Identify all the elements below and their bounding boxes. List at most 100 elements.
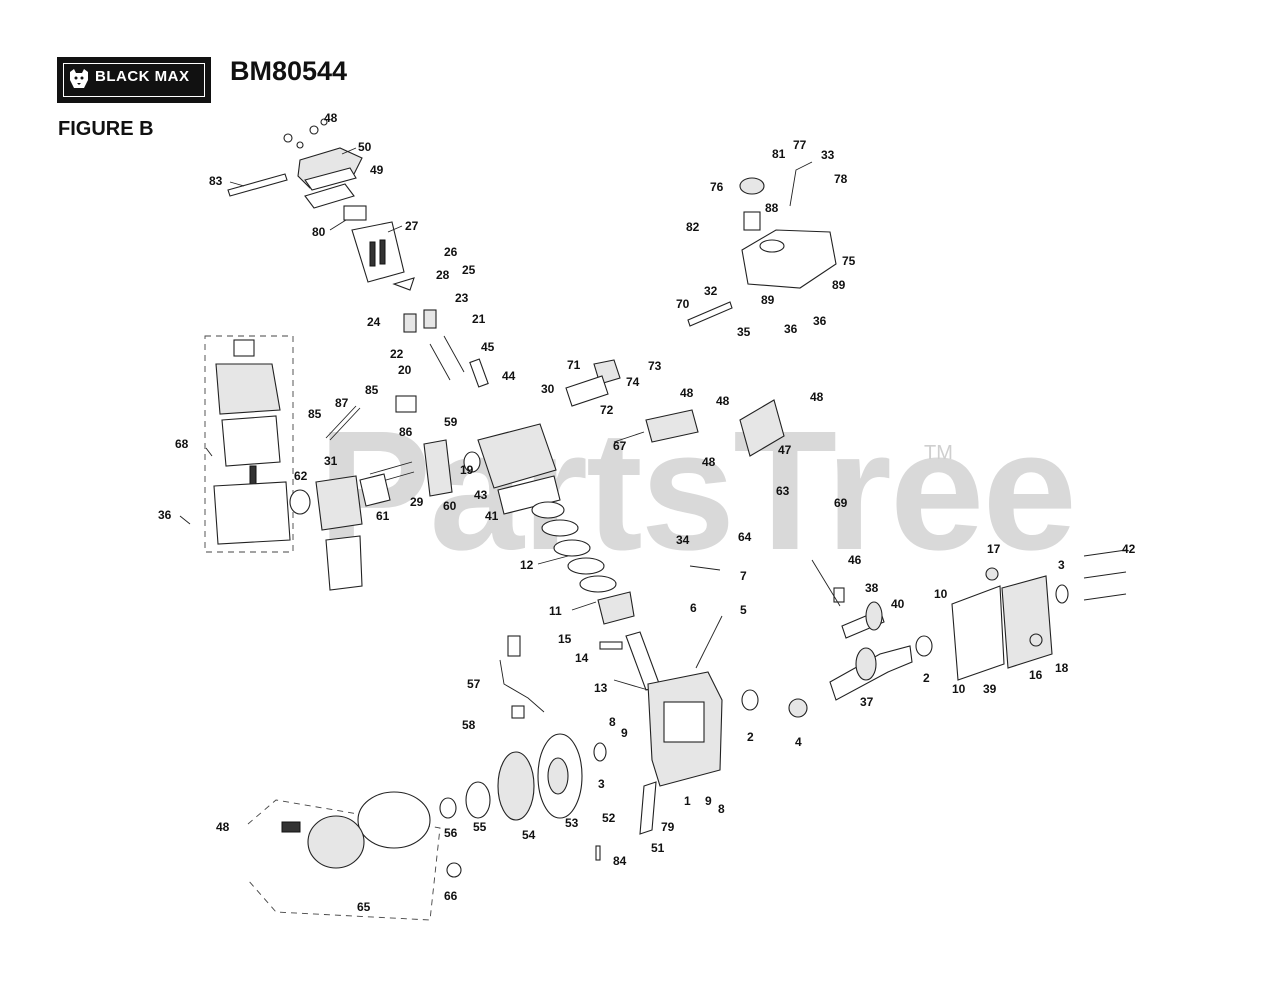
- callout-label: 29: [410, 495, 424, 509]
- callout-label: 10: [952, 682, 966, 696]
- governor-arm: [811, 559, 841, 607]
- callout-label: 63: [776, 484, 790, 498]
- callout-label: 81: [772, 147, 786, 161]
- cover-bolts: [283, 118, 328, 149]
- callout-label: 13: [594, 681, 608, 695]
- callout-label: 66: [444, 889, 458, 903]
- camshaft: [841, 601, 885, 639]
- callout-label: 55: [473, 820, 487, 834]
- callout-label: 69: [834, 496, 848, 510]
- intake-manifold: [423, 439, 453, 497]
- piston-rings: [531, 501, 617, 593]
- callout-label: 19: [460, 463, 474, 477]
- tappets: [833, 587, 845, 603]
- fuel-tank: [741, 229, 837, 289]
- callout-label: 44: [502, 369, 516, 383]
- valve-cover-gasket: [304, 183, 355, 209]
- callout-label: 42: [1122, 542, 1136, 556]
- callout-label: 24: [367, 315, 381, 329]
- callout-label: 32: [704, 284, 718, 298]
- piston: [597, 591, 635, 625]
- callout-label: 27: [405, 219, 419, 233]
- carburetor: [315, 475, 363, 591]
- callout-label: 16: [1029, 668, 1043, 682]
- callout-label: 68: [175, 437, 189, 451]
- head-gasket: [497, 475, 561, 515]
- callout-label: 47: [778, 443, 792, 457]
- callout-label: 64: [738, 530, 752, 544]
- intake-gasket: [289, 489, 311, 515]
- callout-label: 53: [565, 816, 579, 830]
- governor-gear: [788, 698, 808, 718]
- callout-label: 75: [842, 254, 856, 268]
- callout-label: 79: [661, 820, 675, 834]
- callout-label: 48: [716, 394, 730, 408]
- valve-springs: [403, 309, 437, 333]
- logo-border: [63, 63, 205, 97]
- callout-label: 87: [335, 396, 349, 410]
- air-filter-assembly: [204, 335, 294, 553]
- connecting-rod: [625, 631, 661, 691]
- rocker-arm-set: [351, 221, 405, 283]
- callout-label: 77: [793, 138, 807, 152]
- callout-label: 10: [934, 587, 948, 601]
- callout-label: 62: [294, 469, 308, 483]
- brand-logo: BLACK MAX: [57, 57, 211, 103]
- starter-cup: [439, 781, 491, 819]
- cooling-fan: [497, 751, 535, 821]
- callout-label: 67: [613, 439, 627, 453]
- callout-label: 72: [600, 403, 614, 417]
- callout-label: 46: [848, 553, 862, 567]
- piston-pin: [599, 641, 623, 650]
- shaft-key: [595, 845, 601, 861]
- callout-label: 9: [705, 794, 712, 808]
- callout-label: 22: [390, 347, 404, 361]
- muffler-heat-shield: [565, 359, 621, 407]
- callout-label: 14: [575, 651, 589, 665]
- callout-label: 48: [810, 390, 824, 404]
- callout-label: 6: [690, 601, 697, 615]
- recoil-starter: [247, 791, 441, 921]
- callout-label: 38: [865, 581, 879, 595]
- callout-label: 17: [987, 542, 1001, 556]
- insulator: [359, 473, 391, 507]
- callout-label: 78: [834, 172, 848, 186]
- callout-label: 85: [365, 383, 379, 397]
- push-rod-guide: [392, 277, 415, 291]
- exhaust-cover: [739, 399, 785, 457]
- callout-label: 8: [609, 715, 616, 729]
- callout-label: 58: [462, 718, 476, 732]
- callout-label: 70: [676, 297, 690, 311]
- callout-label: 2: [747, 730, 754, 744]
- callout-label: 65: [357, 900, 371, 914]
- callout-label: 88: [765, 201, 779, 215]
- callout-label: 61: [376, 509, 390, 523]
- callout-label: 5: [740, 603, 747, 617]
- callout-label: 18: [1055, 661, 1069, 675]
- model-number: BM80544: [230, 56, 348, 86]
- callout-label: 76: [710, 180, 724, 194]
- callout-label: 48: [216, 820, 230, 834]
- callout-label: 59: [444, 415, 458, 429]
- callout-label: 82: [686, 220, 700, 234]
- callout-label: 36: [813, 314, 827, 328]
- callout-label: 73: [648, 359, 662, 373]
- flywheel: [537, 733, 583, 819]
- cylinder-head: [463, 423, 557, 489]
- callout-label: 48: [702, 455, 716, 469]
- callout-label: 39: [983, 682, 997, 696]
- oil-dipstick: [639, 781, 657, 835]
- fuel-cap: [739, 177, 765, 231]
- starter-spring: [446, 862, 462, 878]
- callout-label: 45: [481, 340, 495, 354]
- throttle-bracket: [645, 409, 699, 443]
- callout-label: 36: [158, 508, 172, 522]
- governor-rod: [325, 405, 361, 441]
- callout-label: 3: [598, 777, 605, 791]
- callout-label: 9: [621, 726, 628, 740]
- callout-label: 48: [680, 386, 694, 400]
- callout-label: 48: [324, 111, 338, 125]
- valve-cover: [297, 147, 363, 191]
- oil-plug: [985, 567, 1043, 647]
